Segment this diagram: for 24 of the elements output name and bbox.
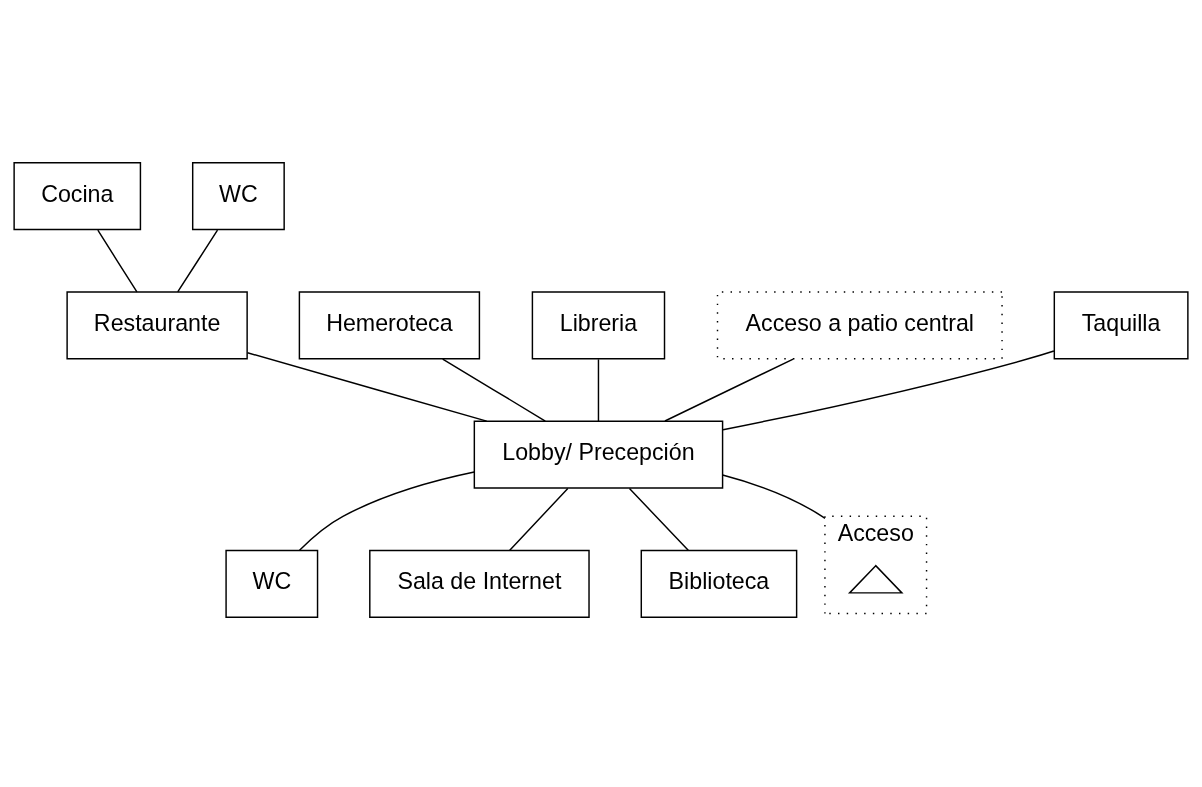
connector [628,487,690,551]
node-box: WC [191,161,285,230]
node-box: Sala de Internet [369,549,590,618]
node-box: Biblioteca [640,549,798,618]
connector [508,487,569,551]
connector [441,357,546,422]
node-box: Cocina [13,161,142,230]
connector [722,349,1055,430]
connector [721,473,826,519]
connector [597,358,600,422]
connector [177,228,219,293]
connector [97,228,138,293]
node-box: Lobby/ Precepción [473,420,724,489]
node-box: Libreria [531,290,666,359]
node-triangle [847,564,904,594]
node-box: WC [225,549,319,618]
connector [246,351,488,422]
cluster: Acceso [824,515,928,614]
connector [664,357,794,422]
connector [298,470,475,551]
node-box: Acceso a patio central [716,290,1003,359]
node-box: Taquilla [1053,290,1189,359]
node-box: Hemeroteca [298,290,481,359]
node-box: Restaurante [66,290,248,359]
